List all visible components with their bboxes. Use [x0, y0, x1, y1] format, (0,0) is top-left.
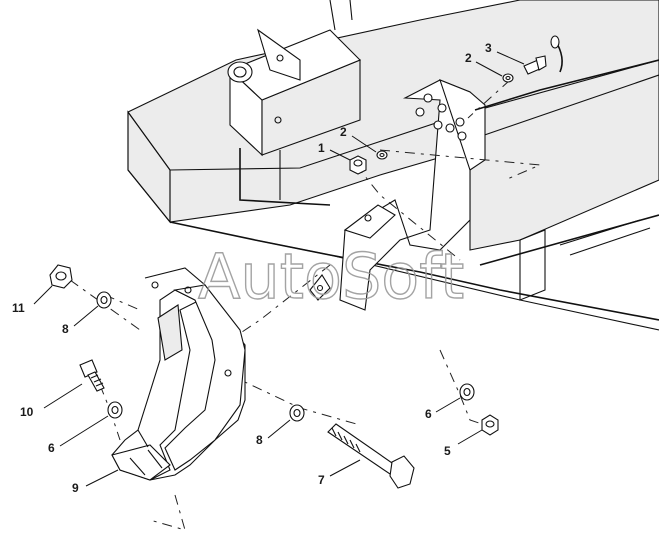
lower-bracket-part-9 — [111, 267, 246, 481]
callout-11: 11 — [12, 301, 25, 315]
washer-part-6-left — [107, 401, 123, 419]
callout-10: 10 — [20, 405, 34, 419]
callout-leaders — [33, 51, 525, 487]
washer-part-2-upper — [376, 150, 388, 160]
nut-part-5 — [481, 414, 499, 436]
callout-labels: 1 2 2 3 5 6 6 7 8 8 9 10 11 — [12, 41, 492, 495]
bolt-part-10 — [79, 359, 105, 392]
callout-8-center: 8 — [256, 433, 263, 447]
callout-8-left: 8 — [62, 322, 69, 336]
callout-6-right: 6 — [425, 407, 432, 421]
brake-line — [474, 35, 659, 111]
bolt-part-3 — [523, 55, 547, 75]
washer-part-8-center — [289, 404, 305, 422]
nut-part-1 — [349, 155, 367, 175]
nut-part-11 — [49, 264, 73, 289]
callout-2-upper: 2 — [340, 125, 347, 139]
bolt-part-7 — [327, 423, 415, 489]
callout-9: 9 — [72, 481, 79, 495]
upper-bracket — [309, 79, 486, 311]
upper-mount-block — [227, 0, 361, 157]
watermark-text: AutoSoft — [198, 240, 464, 313]
callout-6-left: 6 — [48, 441, 55, 455]
callout-2-top: 2 — [465, 51, 472, 65]
callout-5: 5 — [444, 444, 451, 458]
callout-1: 1 — [318, 141, 325, 155]
washer-part-2-top — [502, 73, 514, 83]
right-frame-member — [469, 74, 659, 301]
callout-7: 7 — [318, 473, 325, 487]
washer-part-6-right — [459, 383, 475, 401]
callout-3: 3 — [485, 41, 492, 55]
washer-part-8-left — [96, 291, 112, 309]
frame-rail — [127, 0, 659, 331]
